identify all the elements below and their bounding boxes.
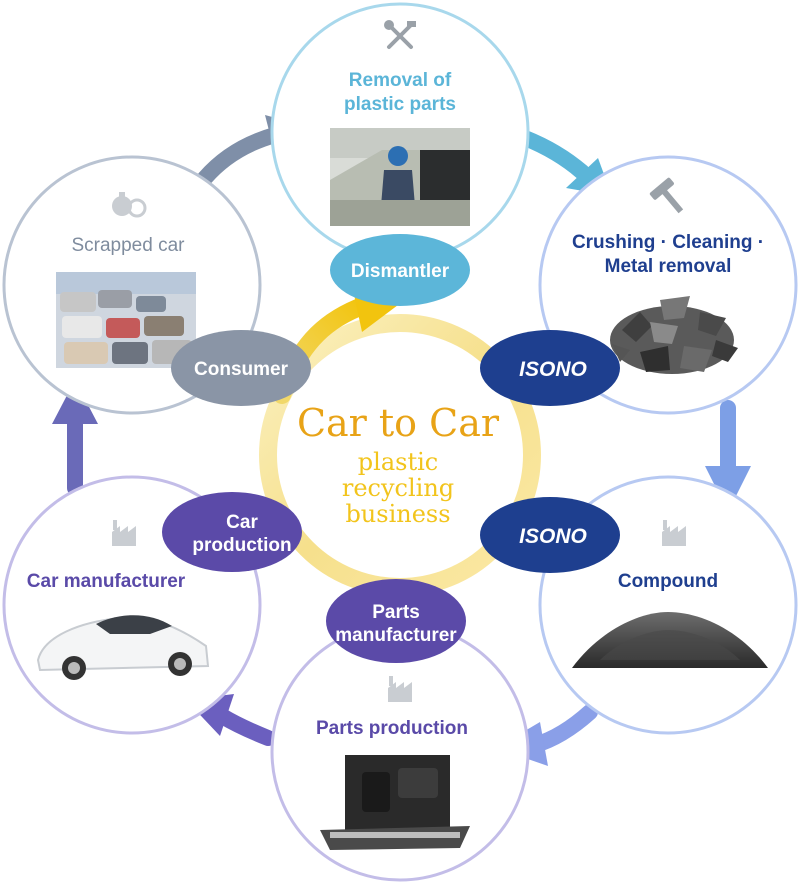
consumer-badge [171, 330, 311, 406]
new-car-photo [36, 615, 210, 680]
carmaker-title: Car manufacturer [27, 571, 186, 592]
dismantler-label: Dismantler [351, 261, 450, 282]
tools-icon [384, 20, 416, 49]
scrapped-title: Scrapped car [71, 235, 185, 256]
consumer-label: Consumer [194, 359, 289, 380]
dismantler-badge [330, 234, 470, 306]
factory-icon-parts [388, 676, 412, 702]
parts-manufacturer-line2: manufacturer [335, 625, 457, 646]
center-subtitle-line2: recycling [342, 474, 454, 502]
parts-manufacturer-badge [326, 579, 466, 663]
center-title: Car to Car [297, 401, 500, 445]
dismantling-title-line2: plastic parts [344, 94, 456, 115]
isono-badge-compound [480, 497, 620, 573]
crushed-plastic-photo [610, 296, 738, 374]
plastic-part-photo [320, 755, 470, 850]
compound-pellets-photo [572, 612, 768, 668]
factory-icon-compound [662, 520, 686, 546]
center-subtitle-line3: business [345, 500, 450, 528]
compound-title: Compound [618, 571, 718, 592]
car-production-line1: Car [226, 512, 258, 533]
isono-badge-crushing [480, 330, 620, 406]
isono-label-crushing: ISONO [519, 358, 587, 381]
dismantling-photo [330, 128, 470, 226]
car-production-badge [162, 492, 302, 572]
crushing-title-line1: Crushing · Cleaning · [572, 232, 764, 253]
isono-label-compound: ISONO [519, 525, 587, 548]
scrapped-cars-photo [56, 272, 196, 368]
arrow-crushing-to-compound [705, 400, 751, 512]
hammer-icon [649, 177, 684, 214]
parts-manufacturer-line1: Parts [372, 602, 420, 623]
car-production-line2: production [192, 535, 291, 556]
arrow-carmaker-to-scrapped [52, 380, 98, 496]
center-subtitle-line1: plastic [358, 448, 438, 476]
parts-title: Parts production [316, 718, 468, 739]
dismantling-title-line1: Removal of [349, 70, 452, 91]
factory-icon-carmaker [112, 520, 136, 546]
money-bag-icon [112, 192, 147, 218]
crushing-title-line2: Metal removal [605, 256, 732, 277]
